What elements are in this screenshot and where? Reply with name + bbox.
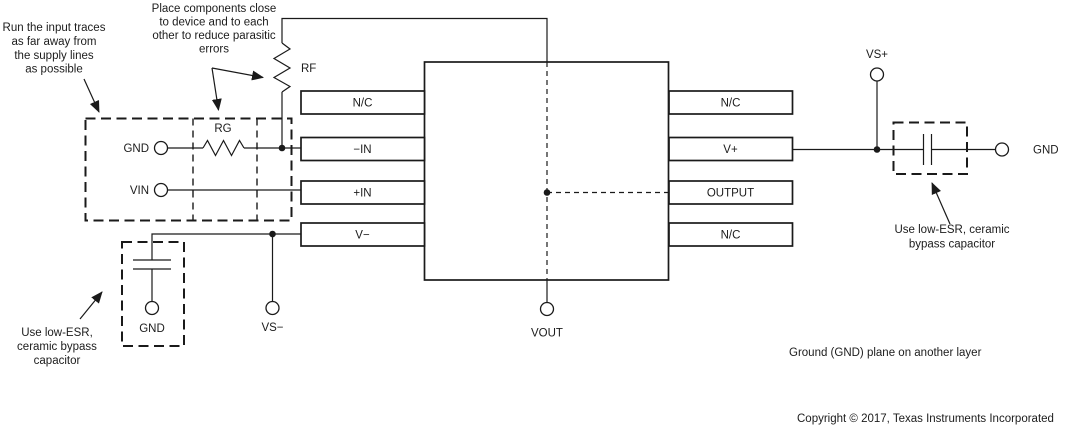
copyright-note: Copyright © 2017, Texas Instruments Inco… (797, 413, 1054, 425)
note-line: Use low-ESR, (21, 327, 93, 339)
left-pins: N/C −IN +IN V− (300, 90, 426, 247)
note-line: Run the input traces (3, 22, 106, 34)
footer: Ground (GND) plane on another layer Copy… (789, 347, 1054, 425)
gnd-bypass-left-terminal (144, 300, 160, 316)
note-bypass-right: Use low-ESR, ceramic bypass capacitor (894, 224, 1009, 251)
note-line: as far away from (12, 36, 97, 48)
feedback-trace (281, 17, 548, 148)
annotations: Run the input traces as far away from th… (3, 3, 1010, 367)
note-place-components: Place components close to device and to … (152, 3, 277, 56)
gnd-right-label: GND (1033, 145, 1059, 157)
input-traces-dashed-box (84, 117, 293, 222)
rg-label: RG (214, 123, 231, 135)
pin-label: V+ (723, 144, 738, 156)
vplus-network: VS+ GND (792, 49, 1059, 175)
note-line: capacitor (34, 355, 81, 367)
vminus-network: GND VS− (121, 230, 301, 347)
input-network: GND RG VIN (84, 117, 301, 222)
note-line: as possible (25, 64, 83, 76)
gnd-input-terminal (153, 140, 169, 156)
bypass-left-dashed-box (121, 241, 185, 347)
gnd-right-terminal (994, 142, 1010, 157)
feedback-network: RF (272, 17, 548, 152)
vminus-wire (151, 233, 301, 302)
note-line: bypass capacitor (909, 239, 995, 251)
callout-arrow-rf (211, 67, 264, 81)
junction-dot-output (543, 189, 551, 196)
rf-resistor (272, 42, 292, 93)
pin-box-nc-left-top (300, 90, 426, 115)
pin-label: N/C (721, 98, 741, 110)
note-line: errors (199, 44, 229, 56)
pin-label: N/C (353, 98, 373, 110)
pin-box-vminus (300, 222, 426, 247)
vs-minus-terminal (265, 300, 280, 316)
pin-box-nc-right-bottom (668, 222, 794, 247)
output-network: VOUT (531, 280, 563, 340)
callout-arrow-rg (211, 67, 222, 111)
gnd-input-label: GND (123, 143, 149, 155)
vs-plus-label: VS+ (866, 49, 888, 61)
pin-label: V− (355, 230, 370, 242)
bypass-capacitor-left (133, 259, 171, 270)
callout-arrow-bypass-right (931, 182, 951, 225)
right-pins: N/C V+ OUTPUT N/C (668, 90, 794, 247)
note-line: to device and to each (159, 17, 268, 29)
pin-box-noninverting-input (300, 180, 426, 205)
pin-box-nc-right-top (668, 90, 794, 115)
pin-box-output (668, 180, 794, 205)
ic-body (423, 61, 670, 281)
vout-label: VOUT (531, 328, 563, 340)
bypass-capacitor-right (922, 134, 933, 165)
vin-terminal (153, 182, 169, 198)
note-line: the supply lines (14, 50, 94, 62)
rf-label: RF (301, 63, 316, 75)
gnd-bypass-left-label: GND (139, 323, 165, 335)
callout-arrow-input-box (83, 78, 100, 113)
pin-label: N/C (721, 230, 741, 242)
rg-resistor (202, 139, 245, 157)
vout-terminal (539, 301, 555, 317)
vin-label: VIN (130, 185, 149, 197)
pin-label: −IN (353, 144, 371, 156)
note-line: Place components close (152, 3, 277, 15)
pin-box-inverting-input (300, 136, 426, 162)
bypass-right-dashed-box (892, 121, 968, 175)
pin-label: OUTPUT (707, 188, 754, 200)
note-line: other to reduce parasitic (152, 30, 276, 42)
note-line: ceramic bypass (17, 341, 97, 353)
ground-plane-note: Ground (GND) plane on another layer (789, 347, 982, 359)
pin-label: +IN (353, 188, 371, 200)
note-line: Use low-ESR, ceramic (894, 224, 1009, 236)
note-bypass-left: Use low-ESR, ceramic bypass capacitor (17, 327, 97, 367)
callout-arrow-bypass-left (79, 291, 103, 320)
note-input-traces: Run the input traces as far away from th… (3, 22, 106, 76)
vs-plus-terminal (869, 67, 885, 82)
vs-minus-label: VS− (261, 322, 283, 334)
